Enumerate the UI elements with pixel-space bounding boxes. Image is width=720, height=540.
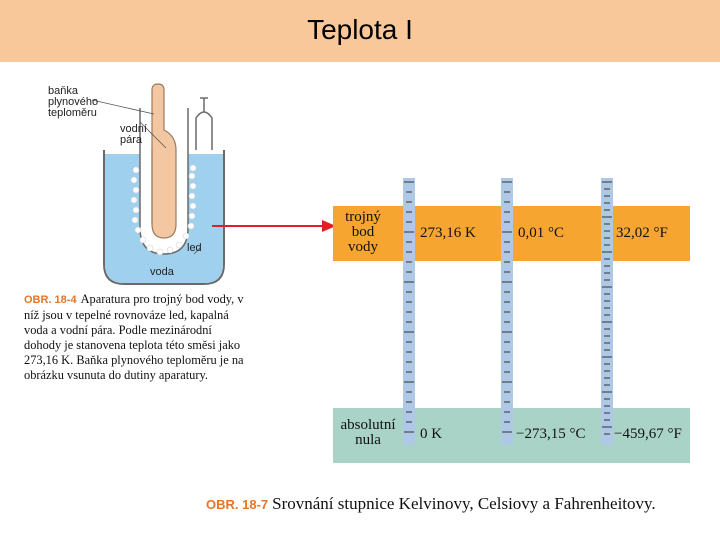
- triple-point-fahrenheit: 32,02 °F: [616, 225, 668, 241]
- vapor-label: vodní pára: [120, 123, 147, 146]
- page-title: Teplota I: [307, 14, 413, 45]
- flask-label: baňka plynového teploměru: [48, 85, 99, 119]
- triple-point-label: trojný bod vody: [345, 209, 381, 255]
- red-arrow: [212, 220, 336, 232]
- ice-label: led: [187, 242, 202, 254]
- absolute-zero-kelvin: 0 K: [420, 426, 443, 442]
- figure-18-4-text: Aparatura pro trojný bod vody, v níž jso…: [24, 292, 244, 382]
- triple-point-celsius: 0,01 °C: [518, 225, 565, 241]
- absolute-zero-celsius: −273,15 °C: [516, 426, 586, 442]
- triple-point-kelvin: 273,16 K: [420, 225, 476, 241]
- figure-18-7-text: Srovnání stupnice Kelvinovy, Celsiovy a …: [272, 494, 656, 513]
- absolute-zero-label: absolutní nula: [340, 417, 396, 448]
- water-label: voda: [150, 266, 174, 278]
- figure-18-4-number: OBR. 18-4: [24, 294, 77, 306]
- title-bar: [0, 0, 720, 62]
- figure-18-7-number: OBR. 18-7: [206, 497, 269, 512]
- absolute-zero-fahrenheit: −459,67 °F: [614, 426, 682, 442]
- triple-point-apparatus: [91, 83, 225, 285]
